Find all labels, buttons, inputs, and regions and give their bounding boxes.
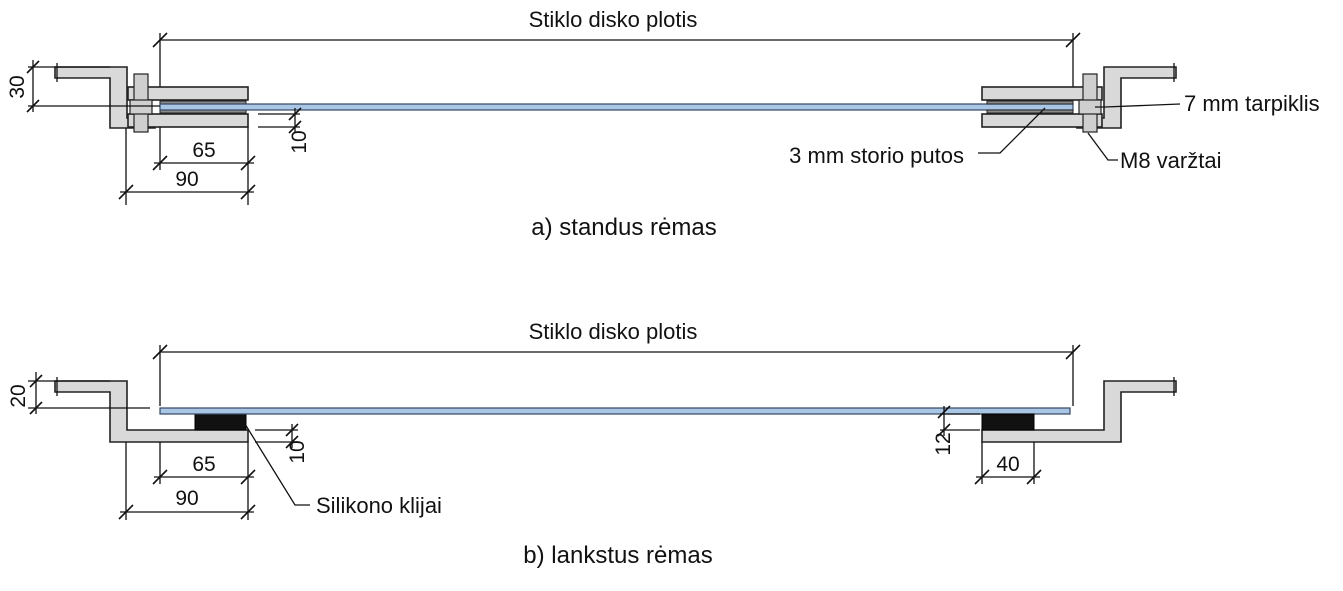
- panel-a: Stiklo disko plotis 30: [6, 7, 1320, 241]
- dim-tick: [240, 155, 256, 171]
- caption-b: b) lankstus rėmas: [523, 542, 712, 569]
- glass-pane: [159, 407, 1071, 415]
- left-top-clamp-plate: [127, 86, 249, 101]
- left-bottom-clamp-plate: [127, 113, 249, 128]
- dim-tick: [240, 469, 256, 485]
- width-label: Stiklo disko plotis: [529, 319, 698, 344]
- dim-10-label: 10: [286, 440, 309, 463]
- dim-tick: [240, 504, 256, 520]
- right-foam-bottom: [986, 109, 1074, 114]
- dim-65-label: 65: [192, 453, 215, 476]
- dim-tick: [29, 401, 43, 415]
- panel-b: Stiklo disko plotis 20 10 12: [7, 319, 1177, 569]
- right-top-clamp-plate: [981, 86, 1103, 101]
- dim-20-label: 20: [7, 384, 30, 407]
- dim-12-label: 12: [932, 432, 955, 455]
- glass-pane: [159, 103, 1074, 111]
- spacer-label: 7 mm tarpiklis: [1184, 91, 1320, 116]
- bolts-leader: [1087, 132, 1118, 161]
- dim-tick: [285, 423, 299, 437]
- dim-tick: [26, 60, 40, 74]
- right-silicone-pad: [981, 413, 1035, 431]
- foam-leader: [978, 107, 1046, 154]
- dim-tick: [285, 435, 299, 449]
- dim-90-label: 90: [175, 487, 198, 510]
- dim-tick: [29, 374, 43, 388]
- dim-90-label: 90: [175, 168, 198, 191]
- spacer-leader: [1095, 103, 1181, 108]
- silicone-label: Silikono klijai: [316, 493, 442, 518]
- foam-label: 3 mm storio putos: [789, 143, 964, 168]
- dim-tick: [288, 120, 302, 134]
- dim-tick: [1026, 469, 1042, 485]
- dim-tick: [937, 405, 951, 419]
- dim-65-label: 65: [192, 139, 215, 162]
- dim-tick: [974, 469, 990, 485]
- right-foam-top: [986, 100, 1074, 105]
- silicone-leader: [244, 423, 310, 506]
- right-bottom-clamp-plate: [981, 113, 1103, 128]
- dim-tick: [240, 184, 256, 200]
- dim-tick: [118, 504, 134, 520]
- dim-tick: [288, 107, 302, 121]
- dim-tick: [152, 469, 168, 485]
- dim-tick: [152, 155, 168, 171]
- dim-30-label: 30: [6, 75, 29, 98]
- bolts-label: M8 varžtai: [1120, 148, 1221, 173]
- dim-tick: [118, 184, 134, 200]
- dim-40-label: 40: [996, 453, 1019, 476]
- dim-tick: [26, 99, 40, 113]
- width-label: Stiklo disko plotis: [529, 7, 698, 32]
- dim-10-label: 10: [288, 130, 311, 153]
- dim-tick: [937, 423, 951, 437]
- left-spacer: [129, 99, 153, 115]
- left-silicone-pad: [194, 413, 247, 431]
- caption-a: a) standus rėmas: [531, 214, 716, 241]
